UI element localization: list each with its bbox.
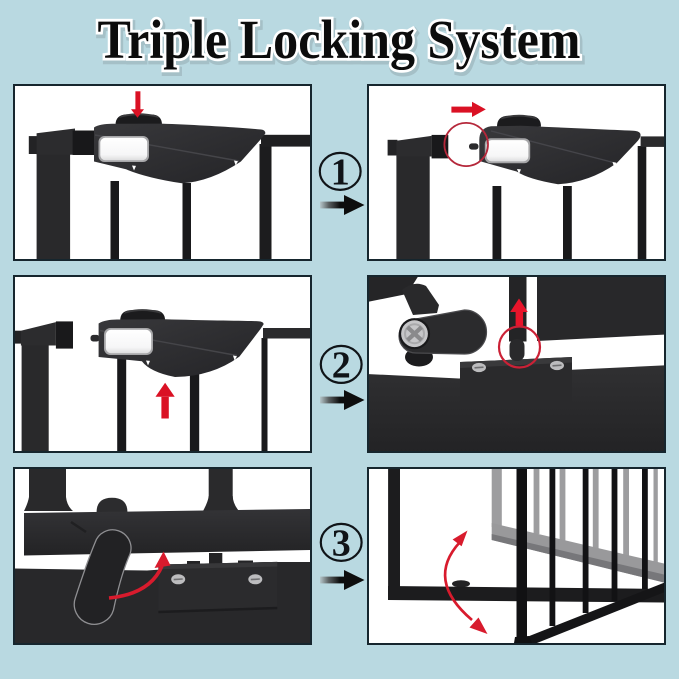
svg-text:1: 1 bbox=[331, 152, 350, 193]
svg-text:Triple Locking System: Triple Locking System bbox=[98, 9, 581, 70]
svg-text:2: 2 bbox=[332, 345, 351, 386]
svg-text:3: 3 bbox=[332, 522, 351, 563]
svg-text:Triple Locking System: Triple Locking System bbox=[99, 12, 582, 73]
